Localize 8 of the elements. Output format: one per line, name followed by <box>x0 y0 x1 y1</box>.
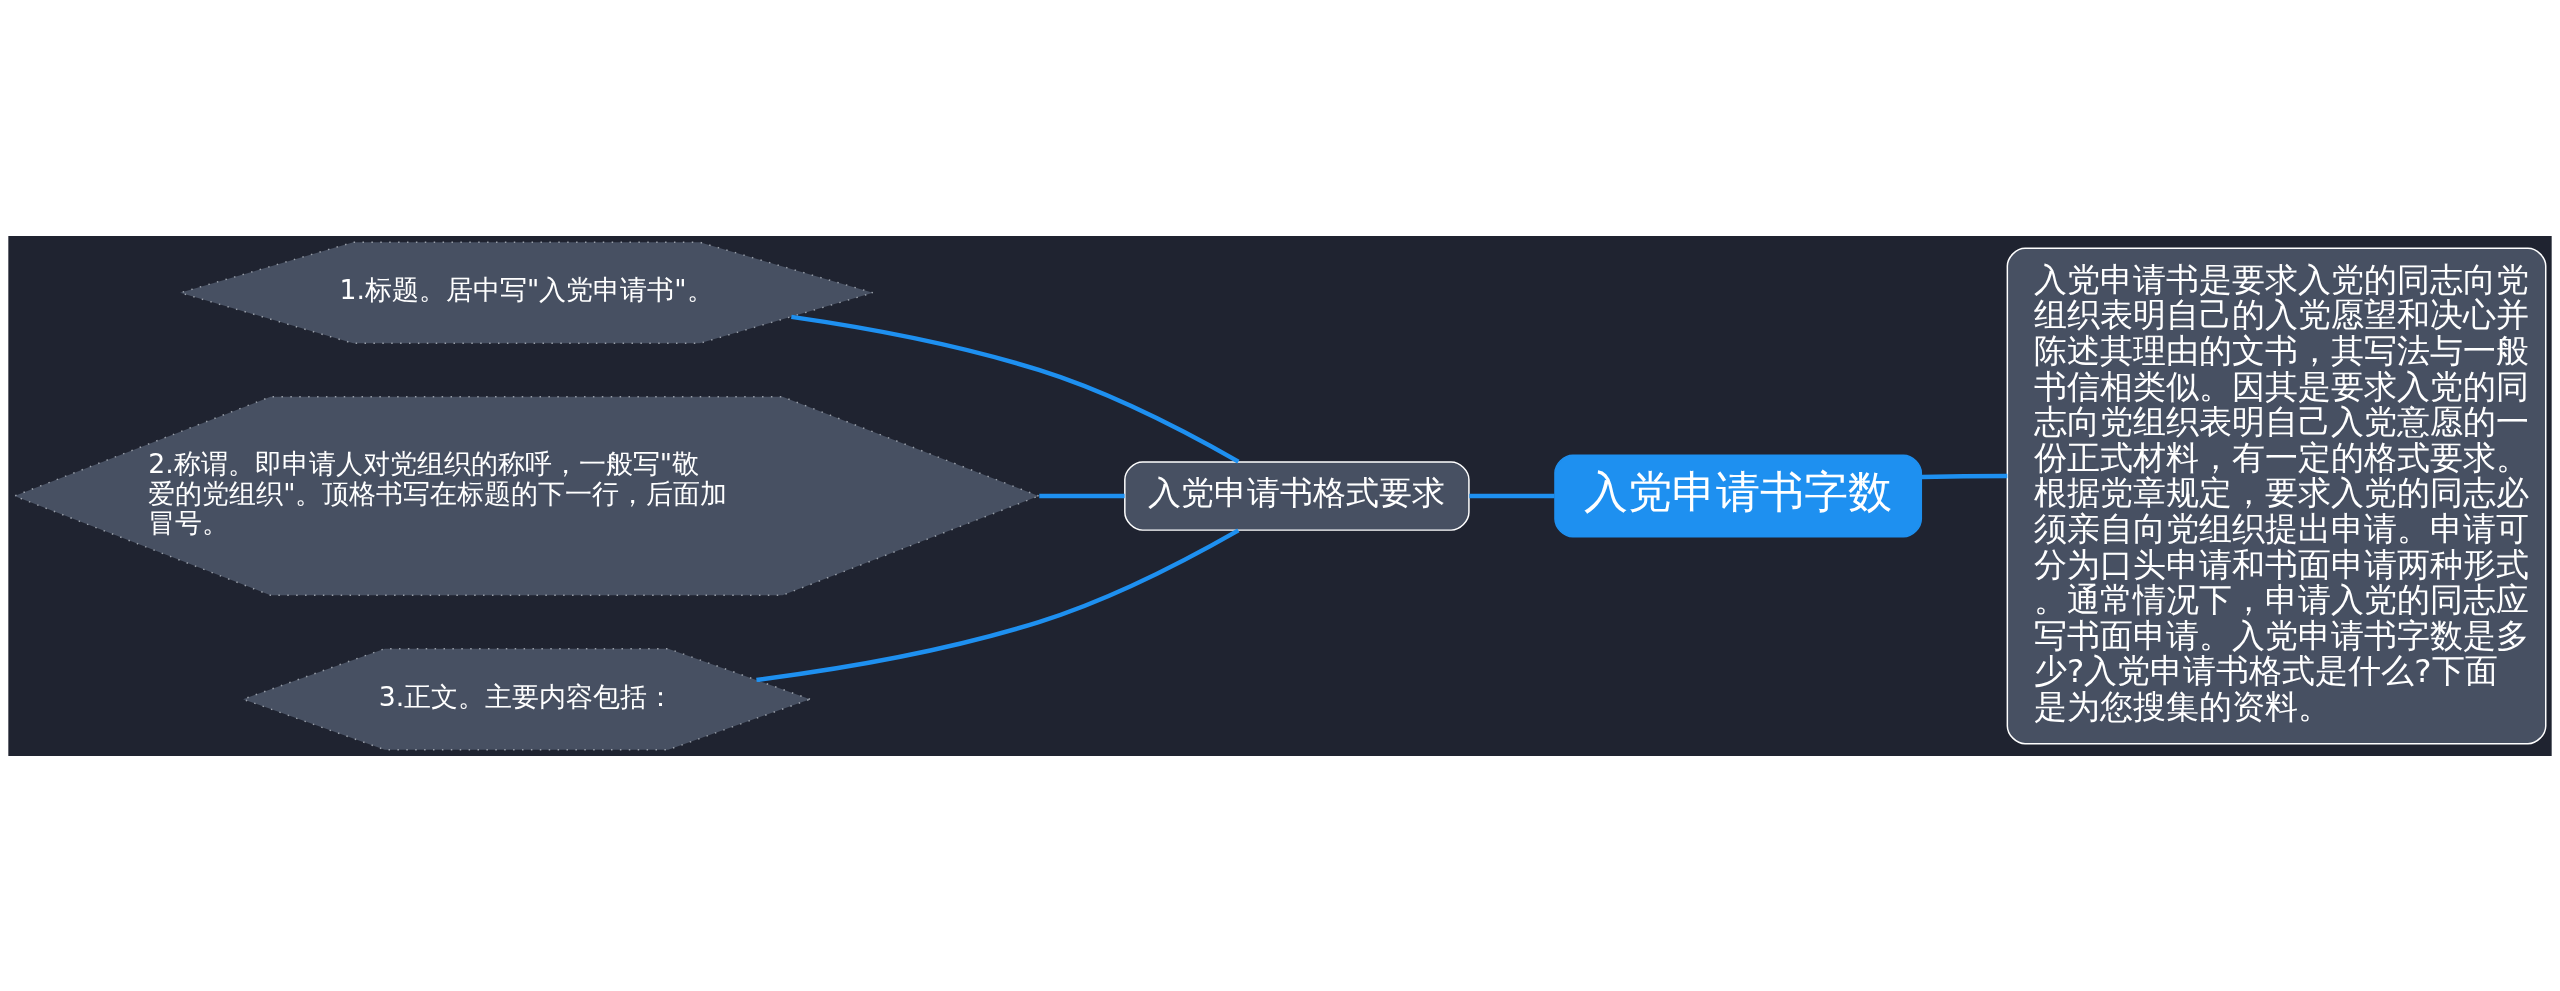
connector <box>791 314 1240 464</box>
connector <box>756 527 1240 682</box>
connector <box>1469 493 1555 498</box>
node-box: 入党申请书字数 <box>1554 454 1923 538</box>
node-box: 入党申请书格式要求 <box>1124 460 1470 531</box>
node-box: 入党申请书是要求入党的同志向党组织表明自己的入党愿望和决心并陈述其理由的文书，其写法与一般书信相类似。因其是要求入党的同志向党组织表明自己入党意愿的一份正式材料，有一定的格式要求。根据党章规定，要求入党的同志必须亲自向党组织提出申请。申请可分为口头申请和书面申请两种形式。通常情况下，申请入党的同志应写书面申请。入党申请书字数是多少?入党申请书格式是什么?下面是为您搜集的资料。 <box>2006 247 2547 744</box>
connector <box>1921 473 2008 479</box>
connector <box>1039 493 1125 498</box>
